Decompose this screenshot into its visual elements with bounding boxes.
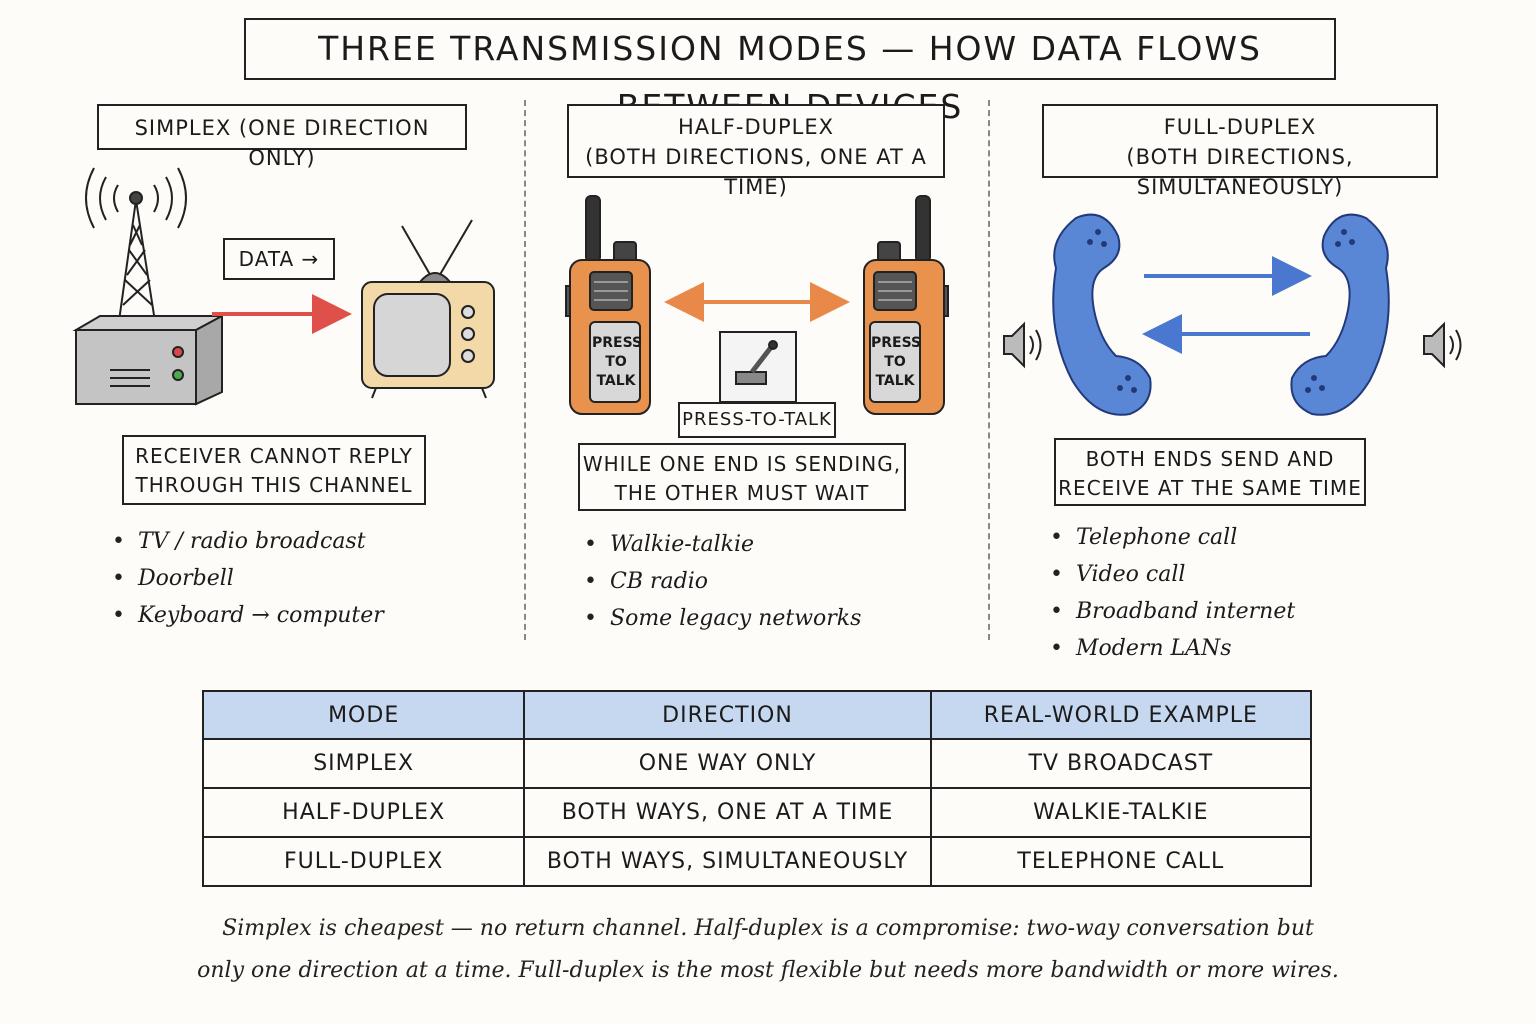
radio-label-word: PRESS bbox=[592, 335, 643, 351]
table-cell: HALF-DUPLEX bbox=[201, 787, 526, 838]
full-duplex-caption-line1: BOTH ENDS SEND AND bbox=[1085, 447, 1335, 471]
simplex-caption-line1: RECEIVER CANNOT REPLY bbox=[135, 444, 413, 468]
radio-label-word: TO bbox=[605, 354, 627, 370]
list-item: Broadband internet bbox=[1050, 593, 1295, 630]
simplex-caption: RECEIVER CANNOT REPLY THROUGH THIS CHANN… bbox=[122, 435, 426, 505]
full-duplex-caption-line2: RECEIVE AT THE SAME TIME bbox=[1058, 476, 1362, 500]
walkie-talkie-icon bbox=[565, 195, 651, 415]
list-item: Video call bbox=[1050, 556, 1295, 593]
list-item: Doorbell bbox=[112, 560, 384, 597]
table-cell: WALKIE-TALKIE bbox=[929, 787, 1313, 838]
list-item: Telephone call bbox=[1050, 519, 1295, 556]
table-cell: TELEPHONE CALL bbox=[929, 836, 1313, 887]
full-duplex-caption: BOTH ENDS SEND AND RECEIVE AT THE SAME T… bbox=[1054, 438, 1366, 506]
list-item: Some legacy networks bbox=[584, 600, 861, 637]
telephone-handset-icon bbox=[1052, 213, 1152, 416]
column-header: MODE bbox=[201, 690, 526, 740]
summary-note: Simplex is cheapest — no return channel.… bbox=[140, 908, 1396, 992]
press-to-talk-label: PRESS-TO-TALK bbox=[678, 402, 836, 438]
table-row: FULL-DUPLEX BOTH WAYS, SIMULTANEOUSLY TE… bbox=[201, 836, 1313, 887]
half-duplex-examples: Walkie-talkie CB radio Some legacy netwo… bbox=[584, 526, 861, 637]
column-header: REAL-WORLD EXAMPLE bbox=[929, 690, 1313, 740]
column-header: DIRECTION bbox=[523, 690, 932, 740]
full-duplex-examples: Telephone call Video call Broadband inte… bbox=[1050, 519, 1295, 667]
section-divider bbox=[524, 100, 526, 640]
half-duplex-caption-line2: THE OTHER MUST WAIT bbox=[614, 481, 870, 505]
summary-note-line1: Simplex is cheapest — no return channel.… bbox=[222, 916, 1314, 941]
table-cell: TV BROADCAST bbox=[929, 738, 1313, 789]
table-cell: FULL-DUPLEX bbox=[201, 836, 526, 887]
radio-label-word: PRESS bbox=[871, 335, 922, 351]
radio-label-word: TO bbox=[884, 354, 906, 370]
list-item: CB radio bbox=[584, 563, 861, 600]
list-item: Keyboard → computer bbox=[112, 597, 384, 634]
summary-table: MODE DIRECTION REAL-WORLD EXAMPLE SIMPLE… bbox=[201, 690, 1313, 887]
table-header-row: MODE DIRECTION REAL-WORLD EXAMPLE bbox=[201, 690, 1313, 740]
radio-label-left: PRESS TO TALK bbox=[592, 334, 643, 391]
list-item: TV / radio broadcast bbox=[112, 523, 384, 560]
section-divider bbox=[988, 100, 990, 640]
simplex-caption-line2: THROUGH THIS CHANNEL bbox=[135, 473, 413, 497]
full-duplex-heading-line1: FULL-DUPLEX bbox=[1163, 115, 1317, 139]
radio-tower-icon bbox=[85, 167, 187, 329]
table-cell: BOTH WAYS, ONE AT A TIME bbox=[523, 787, 932, 838]
table-cell: SIMPLEX bbox=[201, 738, 526, 789]
table-row: SIMPLEX ONE WAY ONLY TV BROADCAST bbox=[201, 738, 1313, 789]
simplex-heading: SIMPLEX (ONE DIRECTION ONLY) bbox=[97, 104, 467, 170]
table-row: HALF-DUPLEX BOTH WAYS, ONE AT A TIME WAL… bbox=[201, 787, 1313, 838]
table-cell: BOTH WAYS, SIMULTANEOUSLY bbox=[523, 836, 932, 887]
table-cell: ONE WAY ONLY bbox=[523, 738, 932, 789]
list-item: Walkie-talkie bbox=[584, 526, 861, 563]
list-item: Modern LANs bbox=[1050, 630, 1295, 667]
half-duplex-heading-line1: HALF-DUPLEX bbox=[677, 115, 835, 139]
data-arrow-label: DATA → bbox=[223, 238, 335, 280]
press-switch-icon bbox=[719, 331, 797, 403]
summary-note-line2: only one direction at a time. Full-duple… bbox=[197, 958, 1339, 983]
half-duplex-heading-line2: (BOTH DIRECTIONS, ONE AT A TIME) bbox=[585, 145, 927, 199]
television-icon bbox=[361, 219, 495, 399]
simplex-examples: TV / radio broadcast Doorbell Keyboard →… bbox=[112, 523, 384, 634]
walkie-talkie-icon bbox=[863, 195, 949, 415]
speaker-icon bbox=[1423, 321, 1462, 369]
full-duplex-heading-line2: (BOTH DIRECTIONS, SIMULTANEOUSLY) bbox=[1126, 145, 1354, 199]
radio-label-right: PRESS TO TALK bbox=[871, 334, 922, 391]
radio-label-word: TALK bbox=[596, 373, 636, 389]
transmitter-icon bbox=[72, 314, 223, 406]
half-duplex-heading: HALF-DUPLEX (BOTH DIRECTIONS, ONE AT A T… bbox=[567, 104, 945, 199]
telephone-handset-icon bbox=[1290, 213, 1390, 416]
half-duplex-caption: WHILE ONE END IS SENDING, THE OTHER MUST… bbox=[578, 443, 906, 511]
full-duplex-heading: FULL-DUPLEX (BOTH DIRECTIONS, SIMULTANEO… bbox=[1042, 104, 1438, 199]
radio-label-word: TALK bbox=[875, 373, 915, 389]
speaker-icon bbox=[1003, 321, 1042, 369]
half-duplex-caption-line1: WHILE ONE END IS SENDING, bbox=[582, 452, 902, 476]
